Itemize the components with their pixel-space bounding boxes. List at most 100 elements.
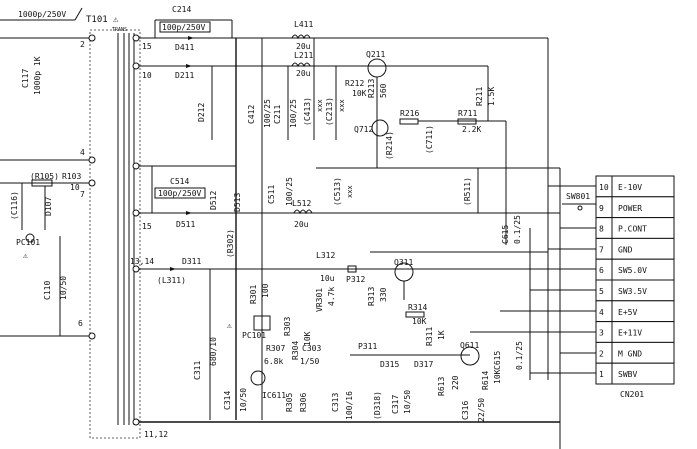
c615-ref: C615	[493, 351, 502, 370]
pin-11-12: 11,12	[144, 430, 168, 439]
r313-ref: R313	[367, 287, 376, 306]
connector-ref: CN201	[620, 390, 644, 399]
d411-ref: D411	[175, 43, 194, 52]
r212-ref: R212	[345, 79, 364, 88]
l411-ref: L411	[294, 20, 313, 29]
c117-value: 1000p 1K	[33, 56, 42, 95]
vr301-ref: VR301	[315, 288, 324, 312]
d511-ref: D511	[176, 220, 195, 229]
pin-13-14: 13,14	[130, 257, 154, 266]
c116-ref: (C116)	[10, 191, 19, 220]
c314-ref: C314	[223, 391, 232, 410]
p311-ref: P311	[358, 342, 377, 351]
r303-ref: R303	[283, 317, 292, 336]
r304-value: 10K	[303, 331, 312, 346]
q611-ref: Q611	[460, 341, 479, 350]
r306-ref: R306	[299, 393, 308, 412]
connector-pin-number: 4	[599, 308, 604, 317]
pin-6: 6	[78, 319, 83, 328]
warning-icon: ⚠	[113, 15, 119, 25]
c413-ref: (C413)	[303, 97, 312, 126]
r301-value: 100	[261, 283, 270, 298]
r304-ref: R304	[291, 341, 300, 360]
r613-value: 220	[451, 375, 460, 390]
q311-ref: Q311	[394, 258, 413, 267]
r211-value: 1.5K	[487, 87, 496, 106]
d311-ref: D311	[182, 257, 201, 266]
d107-ref: D107	[44, 197, 53, 216]
d317-ref: D317	[414, 360, 433, 369]
d212-ref: D212	[197, 103, 206, 122]
c213-value: xxx	[338, 99, 346, 112]
d315-ref: D315	[380, 360, 399, 369]
connector-pin-label: SW5.0V	[618, 266, 647, 275]
c303-value: 1/50	[300, 357, 319, 366]
c315-value: 22/50	[477, 398, 486, 422]
transformer-warn-note: TRANS	[112, 27, 127, 33]
d318-ref: (D318)	[373, 391, 382, 420]
ic611-ref: IC611	[262, 391, 286, 400]
connector-pin-number: 5	[599, 287, 604, 296]
l311-ref: (L311)	[157, 276, 186, 285]
c214-value: 100p/250V	[162, 23, 206, 32]
c317-value: 10/50	[403, 390, 412, 414]
connector-pin-number: 9	[599, 204, 604, 213]
connector-pin-number: 2	[599, 349, 604, 358]
c514-value: 100p/250V	[158, 189, 202, 198]
r307-ref: R307	[266, 344, 285, 353]
l312-value: 10u	[320, 274, 335, 283]
c412-ref: C412	[247, 105, 256, 124]
c615-value: 0.1/25	[515, 341, 524, 370]
connector-pin-number: 6	[599, 266, 604, 275]
connector-pin-number: 1	[599, 370, 604, 379]
connector-pin-label: GND	[618, 245, 633, 254]
r216-ref: R216	[400, 109, 419, 118]
d513-ref: D513	[233, 193, 242, 212]
c511-value: 100/25	[285, 177, 294, 206]
pc101-warning-icon: ⚠	[23, 251, 28, 260]
r212-value: 10K	[352, 89, 367, 98]
c303-ref: C303	[302, 344, 321, 353]
connector-pin-row: 6 SW5.0V	[595, 258, 675, 281]
connector-pin-number: 3	[599, 329, 604, 338]
connector-pin-number: 10	[599, 183, 609, 192]
c313-ref: C313	[331, 393, 340, 412]
r314-value: 10K	[412, 317, 427, 326]
p312-ref: P312	[346, 275, 365, 284]
d512-ref: D512	[209, 191, 218, 210]
connector-pin-label: E+11V	[618, 329, 642, 338]
c317-ref: C317	[391, 395, 400, 414]
r307-value: 6.8k	[264, 357, 283, 366]
c211-value: 100/25	[289, 99, 298, 128]
l211-value: 20u	[296, 69, 311, 78]
transformer-t101: T101 ⚠ TRANS	[86, 15, 141, 439]
connector-pin-row: 7 GND	[595, 237, 675, 260]
r301-ref: R301	[249, 285, 258, 304]
vr301-value: 4.7k	[327, 287, 336, 306]
c311-ref: C311	[193, 361, 202, 380]
c214-ref: C214	[172, 5, 191, 14]
pin-15a: 15	[142, 42, 152, 51]
connector-pin-number: 7	[599, 245, 604, 254]
c110-ref: C110	[43, 281, 52, 300]
c615b-value: 0.1/25	[513, 215, 522, 244]
r511-ref: (R511)	[463, 177, 472, 206]
r302-ref: (R302)	[226, 229, 235, 258]
r311-value: 1K	[437, 330, 446, 340]
r311-ref: R311	[425, 327, 434, 346]
q712-ref: Q712	[354, 125, 373, 134]
c311-value: 680/10	[209, 337, 218, 366]
c413-value: xxx	[316, 99, 324, 112]
pc101b-warning-icon: ⚠	[227, 321, 232, 330]
c412-value: 100/25	[263, 99, 272, 128]
r314-ref: R314	[408, 303, 427, 312]
q211-ref: Q211	[366, 50, 385, 59]
c314-value: 10/50	[239, 388, 248, 412]
pin-10: 10	[142, 71, 152, 80]
connector-pin-number: 8	[599, 225, 604, 234]
transformer-ref: T101	[86, 15, 108, 25]
